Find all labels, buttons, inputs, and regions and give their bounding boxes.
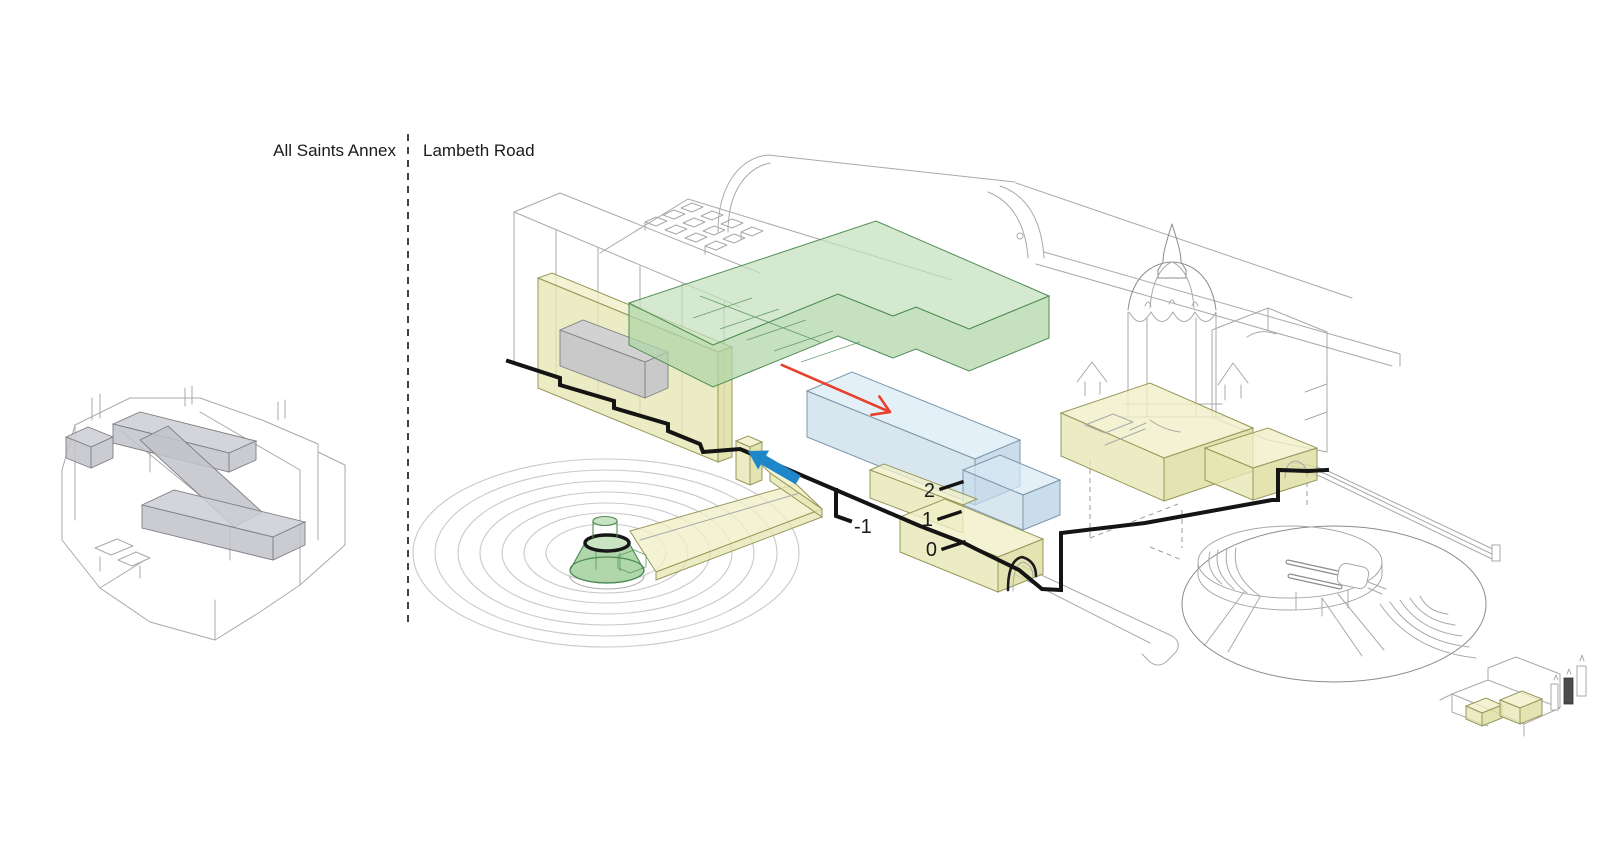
annex-gray-volumes [64,411,307,561]
red-arrow-shape [780,363,892,417]
gun-mount-lines [1367,581,1387,595]
vault-ridge [717,154,1016,233]
green-partition-lines [692,295,861,363]
ripple-ring [412,458,800,648]
plaza-fan-hatch [1208,547,1261,597]
gray-volume-side [228,440,257,473]
gun-barrel-inner [1288,574,1342,589]
ripple-ring [457,480,755,626]
level-0-tick [940,539,967,552]
cone-ring [583,533,631,553]
ripple-ring [479,491,733,615]
lodge-yellow-side [1481,704,1503,727]
area-labels: All Saints Annex Lambeth Road [273,134,535,622]
level-1-label: 1 [922,509,933,531]
green-top-face [627,220,1051,346]
level-stack-yellows [868,463,1045,593]
vault-rib [727,162,771,233]
area-label-left: All Saints Annex [273,141,396,160]
ripple-ring [434,469,778,637]
gate-pier-dark [1563,677,1574,705]
barrel-vault [717,154,1401,367]
hidden-lines [1089,460,1308,561]
level-2-label: 2 [924,480,935,502]
gray-volume-side [90,436,114,469]
vault-finial [1016,232,1024,240]
cone-base [569,556,645,584]
area-label-right: Lambeth Road [423,141,535,160]
green-gallery-volume [627,220,1051,388]
blue-lower-end [1022,479,1061,531]
level-minus1-label: -1 [854,516,872,538]
hidden-dashed [1089,460,1308,561]
access-ramp [1289,462,1501,562]
gate-pier [1550,683,1559,711]
blue-gallery-volume [805,371,1062,531]
ground-datum-line [505,358,1330,593]
dome-scallop-arches [1128,311,1217,322]
lower-path [1013,565,1179,666]
entry-cone [569,515,647,590]
cone-cylinder-top [592,515,618,527]
lodge-building [1439,654,1587,737]
plaza-wedge-paths [1203,591,1385,657]
long-rooflines [1015,182,1401,367]
blue-flow-arrow [748,450,801,485]
plant-box-cluster [644,202,764,255]
yellow-big-roof-details [1084,413,1181,446]
plaza-outer-ellipse [1181,525,1487,683]
pier-caps [1553,654,1585,681]
spire [1157,223,1187,279]
vault-end-arcs [987,185,1045,259]
right-roof-volumes [1059,382,1319,502]
gate-piers [1550,654,1587,711]
level-2-tick [938,479,965,492]
ramp-railings [1289,462,1498,560]
dome-drum [1119,311,1227,418]
lodge-yellow-side [1519,698,1543,725]
annex-small-structures [94,538,151,579]
pediment-gables [1076,361,1249,401]
walkway-inner-line [639,492,801,541]
entrance-arch-inner [1012,561,1034,592]
walkway-entry-leg-edge [769,472,823,518]
naval-guns [1285,559,1387,595]
level-0-label: 0 [926,539,937,561]
cone-cylinder-sides [592,521,618,538]
gun-breech [1336,562,1370,590]
plaza-disc-legs [1295,589,1349,617]
annex-building [61,385,346,641]
dome-windows [1144,299,1199,307]
datum-main-path [505,358,1330,593]
entrance-arch [1006,555,1038,592]
cone-plinth [569,575,645,590]
gate-pier [1576,665,1587,697]
ramp-post [1491,544,1501,562]
level-1-tick [936,509,963,522]
blue-arrow-shape [748,450,801,485]
red-flow-arrow [780,363,892,417]
cone-seams [595,549,647,574]
dome-ribs [1149,261,1195,309]
entry-walkway [629,435,823,581]
gun-barrel-inner [1286,560,1340,575]
lodge-outline [1439,656,1561,737]
datum-minus1-branch [834,488,853,524]
level-markers: 2 1 0 -1 [854,479,967,561]
plaza-terrace-arcs [1379,595,1477,659]
gray-volume-side [272,521,306,561]
dome [1119,223,1227,418]
gun-plaza [1181,525,1487,683]
